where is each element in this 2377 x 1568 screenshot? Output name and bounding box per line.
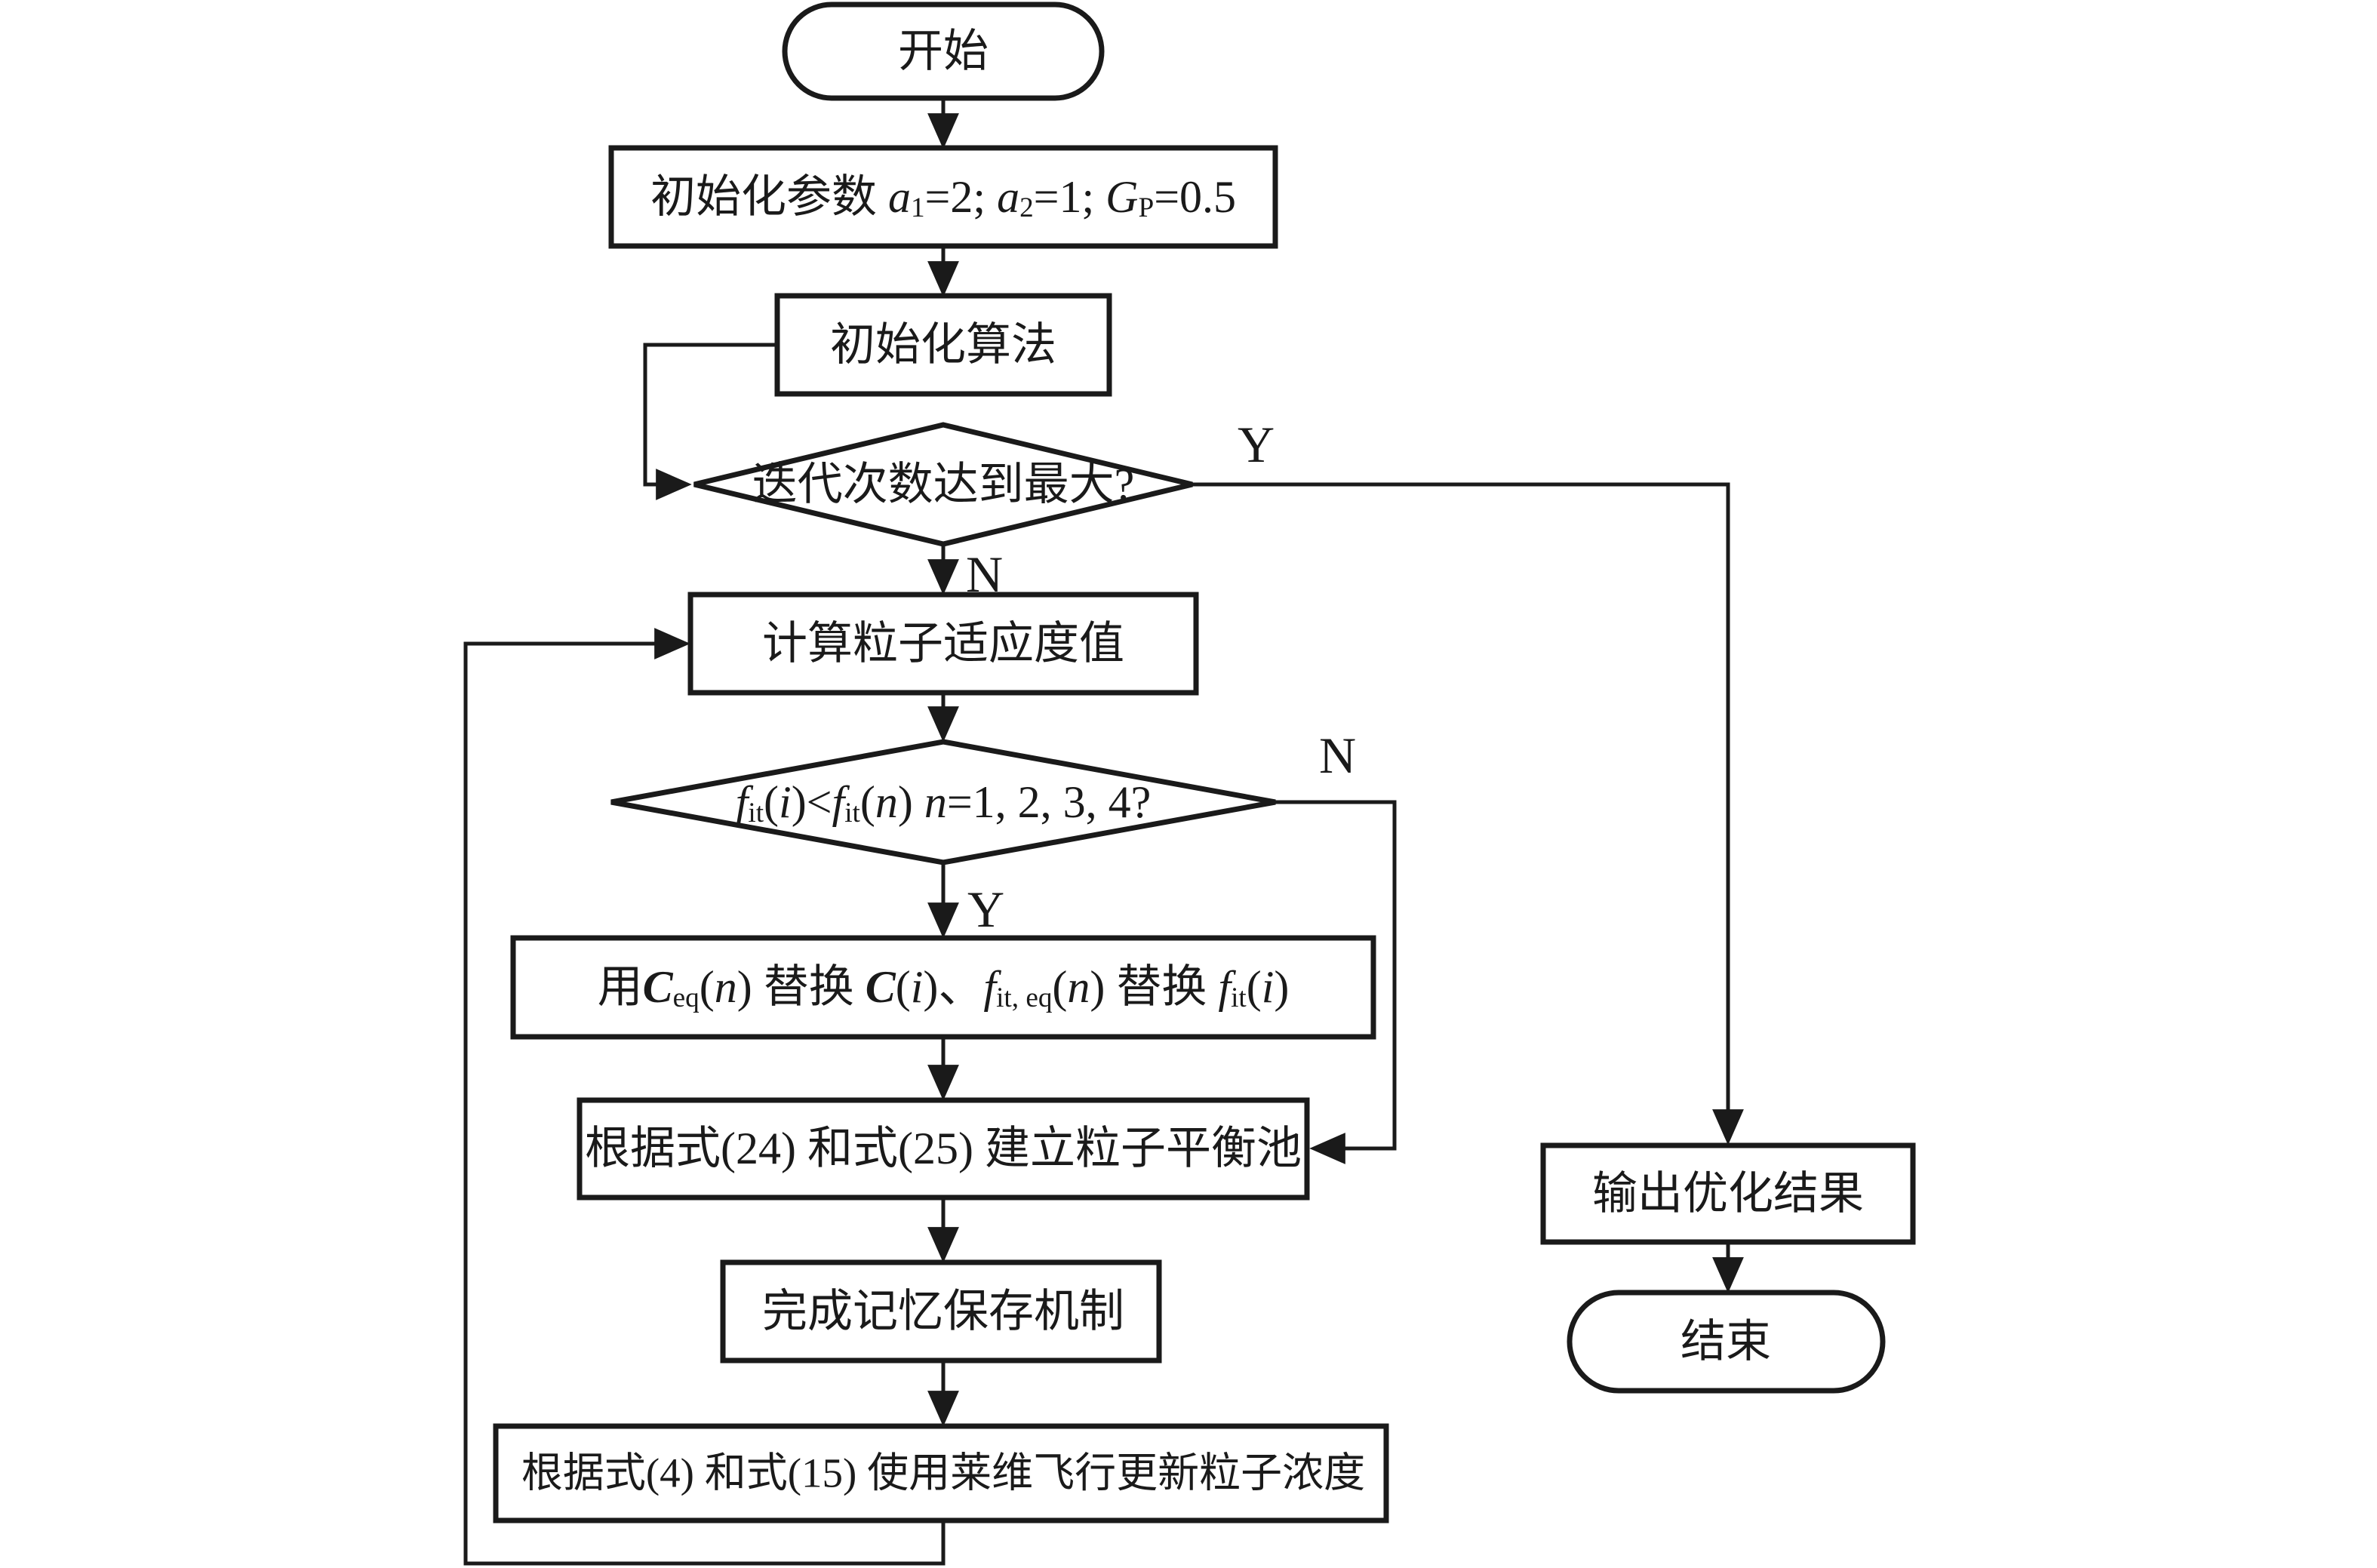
- connector-decision-max-iter-yes-to-output: [1192, 482, 1744, 1145]
- calc-fitness-box: [687, 592, 1199, 696]
- node-build-equilibrium-pool: 根据式(24) 和式(25) 建立粒子平衡池: [577, 1097, 1310, 1201]
- levy-update-box: [493, 1423, 1389, 1523]
- decision-fitness-label: fit(i)<fit(n) n=1, 2, 3, 4?: [736, 777, 1152, 829]
- init-params-label: 初始化参数 a1=2; a2=1; GP=0.5: [650, 172, 1236, 223]
- node-output-result: 输出优化结果: [1540, 1142, 1916, 1245]
- start-terminator-shape: [782, 2, 1105, 101]
- node-init-algo: 初始化算法: [774, 293, 1112, 397]
- build-pool-box: [577, 1097, 1310, 1201]
- levy-update-label: 根据式(4) 和式(15) 使用莱维飞行更新粒子浓度: [521, 1450, 1365, 1496]
- label-max-iter-yes: Y: [1238, 416, 1275, 473]
- decision-max-iterations-diamond: [693, 422, 1193, 547]
- node-levy-update: 根据式(4) 和式(15) 使用莱维飞行更新粒子浓度: [493, 1423, 1389, 1523]
- memory-mechanism-label: 完成记忆保存机制: [762, 1287, 1124, 1336]
- decision-fitness-compare: fit(i)<fit(n) n=1, 2, 3, 4?: [610, 739, 1276, 865]
- node-end: 结束: [1567, 1290, 1886, 1394]
- calc-fitness-label: 计算粒子适应度值: [762, 619, 1124, 669]
- output-result-label: 输出优化结果: [1592, 1169, 1864, 1219]
- init-params-box: [608, 145, 1278, 249]
- node-memory-mechanism: 完成记忆保存机制: [720, 1259, 1162, 1364]
- decision-max-iterations: 迭代次数达到最大?: [693, 422, 1193, 547]
- output-result-box: [1540, 1142, 1916, 1245]
- connector-decision-fitness-no-to-build-pool: [1275, 800, 1397, 1164]
- node-start: 开始: [782, 2, 1105, 101]
- replace-concentration-box: [510, 935, 1376, 1040]
- node-init-params: 初始化参数 a1=2; a2=1; GP=0.5: [608, 145, 1278, 249]
- start-label: 开始: [898, 26, 989, 76]
- init-algo-label: 初始化算法: [830, 320, 1056, 370]
- node-replace-concentration: 用Ceq(n) 替换 C(i)、fit, eq(n) 替换 fit(i): [510, 935, 1376, 1040]
- label-fitness-no: N: [1319, 727, 1356, 784]
- label-fitness-yes: Y: [967, 881, 1004, 938]
- end-label: 结束: [1681, 1317, 1771, 1367]
- decision-max-iterations-label: 迭代次数达到最大?: [752, 460, 1135, 509]
- node-calc-fitness: 计算粒子适应度值: [687, 592, 1199, 696]
- memory-mechanism-box: [720, 1259, 1162, 1364]
- decision-fitness-diamond: [610, 739, 1276, 865]
- build-pool-label: 根据式(24) 和式(25) 建立粒子平衡池: [585, 1124, 1302, 1173]
- label-max-iter-no: N: [966, 546, 1003, 603]
- init-algo-box: [774, 293, 1112, 397]
- end-terminator-shape: [1567, 1290, 1886, 1394]
- replace-concentration-label: 用Ceq(n) 替换 C(i)、fit, eq(n) 替换 fit(i): [598, 962, 1290, 1013]
- connector-init-algo-to-decision-max-iter: [643, 343, 777, 500]
- connector-levy-loop-to-calc-fitness: [463, 628, 946, 1566]
